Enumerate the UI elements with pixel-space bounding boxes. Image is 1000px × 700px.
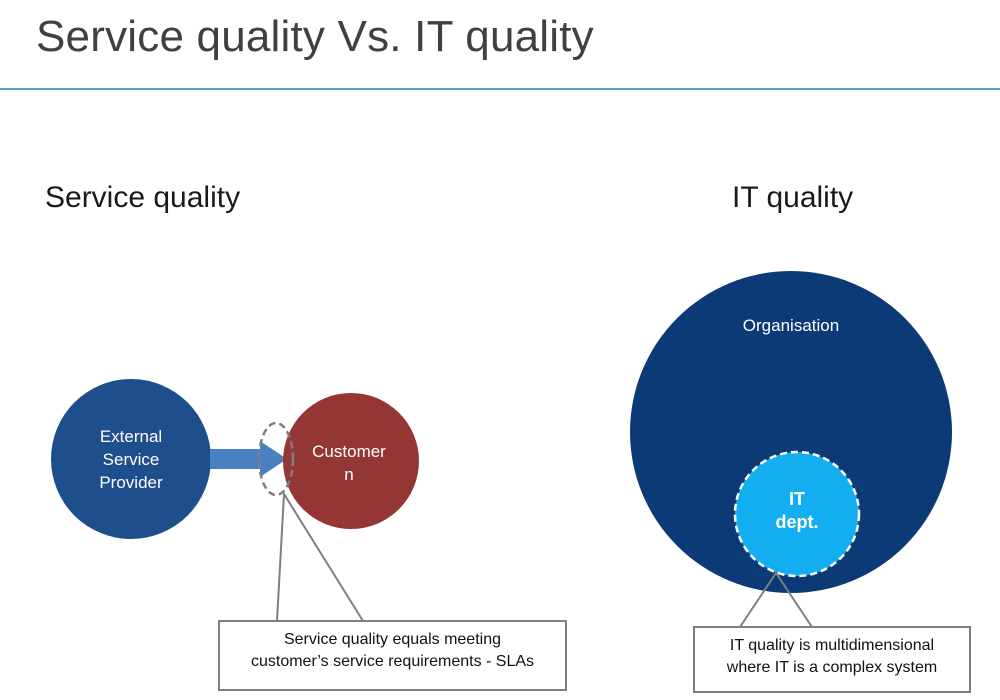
external-service-provider-label: External Service Provider: [99, 427, 163, 492]
it-dept-label: IT dept.: [775, 489, 819, 532]
it-quality-heading: IT quality: [732, 181, 854, 214]
right-callout-pointer: [739, 571, 813, 628]
customer-circle: [283, 393, 419, 529]
service-quality-heading: Service quality: [45, 181, 241, 214]
it-quality-callout: IT quality is multidimensional where IT …: [693, 626, 971, 693]
left-callout-pointer: [276, 490, 364, 622]
arrow-head: [260, 441, 287, 477]
interface-dashed-ellipse: [257, 421, 295, 497]
slide-title: Service quality Vs. IT quality: [36, 12, 594, 61]
title-divider: [0, 88, 1000, 90]
service-quality-callout: Service quality equals meeting customer’…: [218, 620, 567, 691]
arrow-shaft: [210, 449, 262, 469]
it-dept-circle: [733, 450, 861, 578]
organisation-circle: [630, 271, 952, 593]
external-service-provider-circle: [51, 379, 211, 539]
organisation-label: Organisation: [742, 316, 840, 335]
customer-label: Customer n: [312, 442, 386, 484]
